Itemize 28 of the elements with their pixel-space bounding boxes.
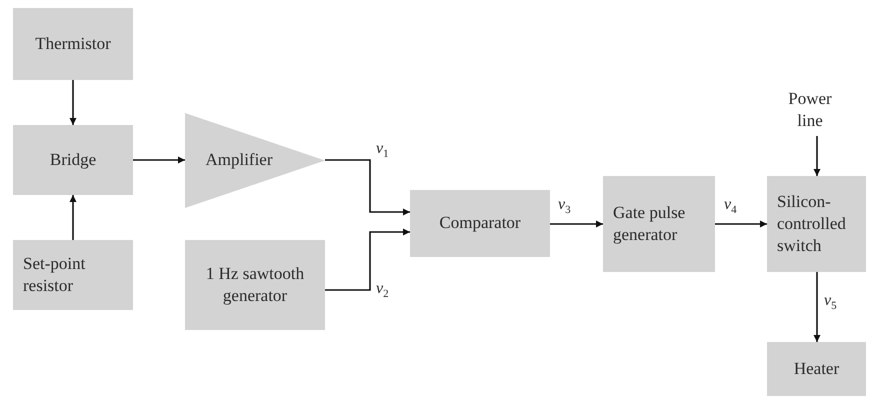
process-box: [13, 125, 133, 195]
amplifier-triangle: [185, 113, 325, 208]
process-box: [13, 8, 133, 80]
arrow: [550, 220, 603, 228]
process-box: [13, 240, 133, 310]
node-text: Bridge: [50, 148, 96, 171]
node-text: Silicon-controlled switch: [777, 190, 847, 258]
node-text: Thermistor: [35, 32, 111, 55]
arrow: [133, 156, 185, 164]
arrow: [325, 228, 410, 291]
node-text: Power line: [787, 88, 833, 132]
node-text: Amplifier: [205, 149, 273, 172]
node-text: 1 Hz sawtooth generator: [204, 262, 306, 307]
arrow: [70, 80, 76, 125]
process-box: [767, 342, 866, 396]
arrow: [814, 136, 820, 176]
process-box: [603, 176, 715, 272]
process-box: [410, 190, 550, 257]
process-box: [767, 176, 866, 272]
arrow: [814, 272, 820, 342]
arrow: [715, 220, 767, 228]
node-text: Set-point resistor: [23, 252, 86, 297]
process-box: [185, 240, 325, 330]
node-text: Heater: [794, 358, 840, 380]
arrow: [70, 195, 76, 240]
node-text: Comparator: [439, 212, 521, 234]
arrow: [325, 159, 410, 216]
node-text: Gate pulse generator: [613, 202, 686, 246]
